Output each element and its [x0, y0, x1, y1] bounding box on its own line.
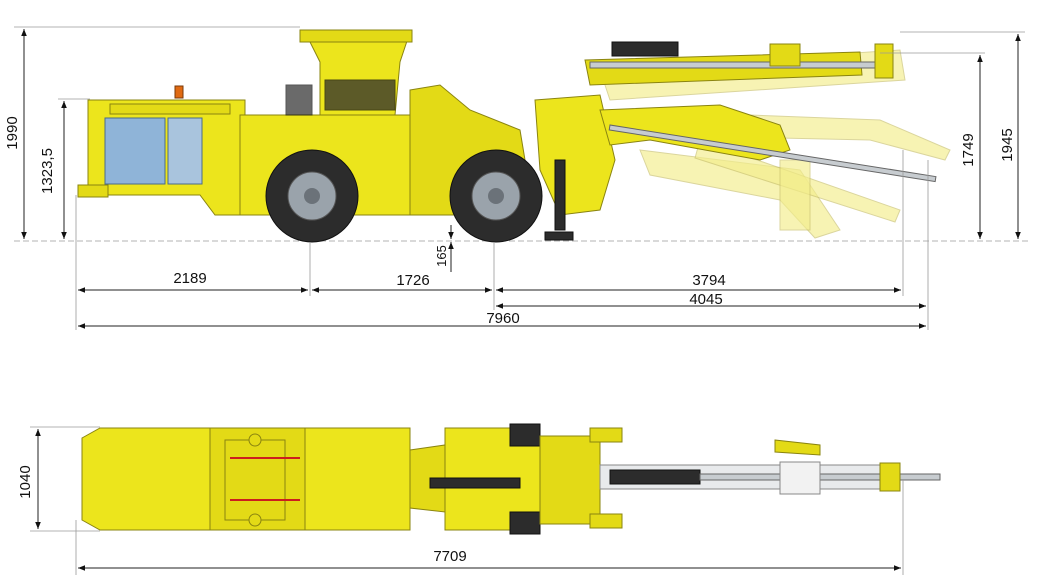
rear-wheel — [265, 149, 359, 243]
dim-1040-label: 1040 — [17, 465, 34, 498]
dim-1323-label: 1323,5 — [39, 148, 56, 194]
dim-7960-label: 7960 — [486, 310, 519, 327]
front-wheel — [449, 149, 543, 243]
dim-1945-label: 1945 — [999, 128, 1016, 161]
dim-3794-label: 3794 — [692, 272, 725, 289]
dim-boom-reach: 3794 — [496, 272, 901, 293]
dim-front-reach: 4045 — [496, 291, 926, 309]
dim-overall-height: 1990 — [4, 26, 300, 239]
top-view: 1040 7709 — [17, 423, 941, 575]
dim-ground-clearance: 165 — [434, 225, 454, 272]
dim-165-label: 165 — [434, 245, 449, 267]
dim-1990-label: 1990 — [4, 116, 21, 149]
top-drill-feed — [599, 439, 941, 495]
dim-total-length-top: 7709 — [75, 480, 904, 575]
dim-width: 1040 — [17, 426, 100, 532]
dim-1726-label: 1726 — [396, 272, 429, 289]
dim-rear-overhang: 2189 — [78, 270, 308, 293]
side-view: 1990 1323,5 165 1749 1945 — [4, 26, 1030, 330]
dim-7709-label: 7709 — [433, 548, 466, 565]
drill-boom — [534, 41, 937, 241]
top-front-body — [409, 423, 623, 535]
dim-2189-label: 2189 — [173, 270, 206, 287]
beacon-icon — [174, 85, 184, 99]
dim-boom-height-high: 1945 — [900, 31, 1025, 239]
dim-4045-label: 4045 — [689, 291, 722, 308]
top-rear-body — [81, 427, 411, 531]
dim-total-length-side: 7960 — [78, 310, 926, 329]
rear-engine-housing — [77, 85, 246, 216]
dim-boom-height-low: 1749 — [880, 52, 985, 239]
top-tire-lower — [509, 511, 541, 535]
dim-wheelbase: 1726 — [312, 272, 492, 293]
top-tire-upper — [509, 423, 541, 447]
dim-cab-height: 1323,5 — [39, 98, 90, 239]
dim-1749-label: 1749 — [960, 133, 977, 166]
